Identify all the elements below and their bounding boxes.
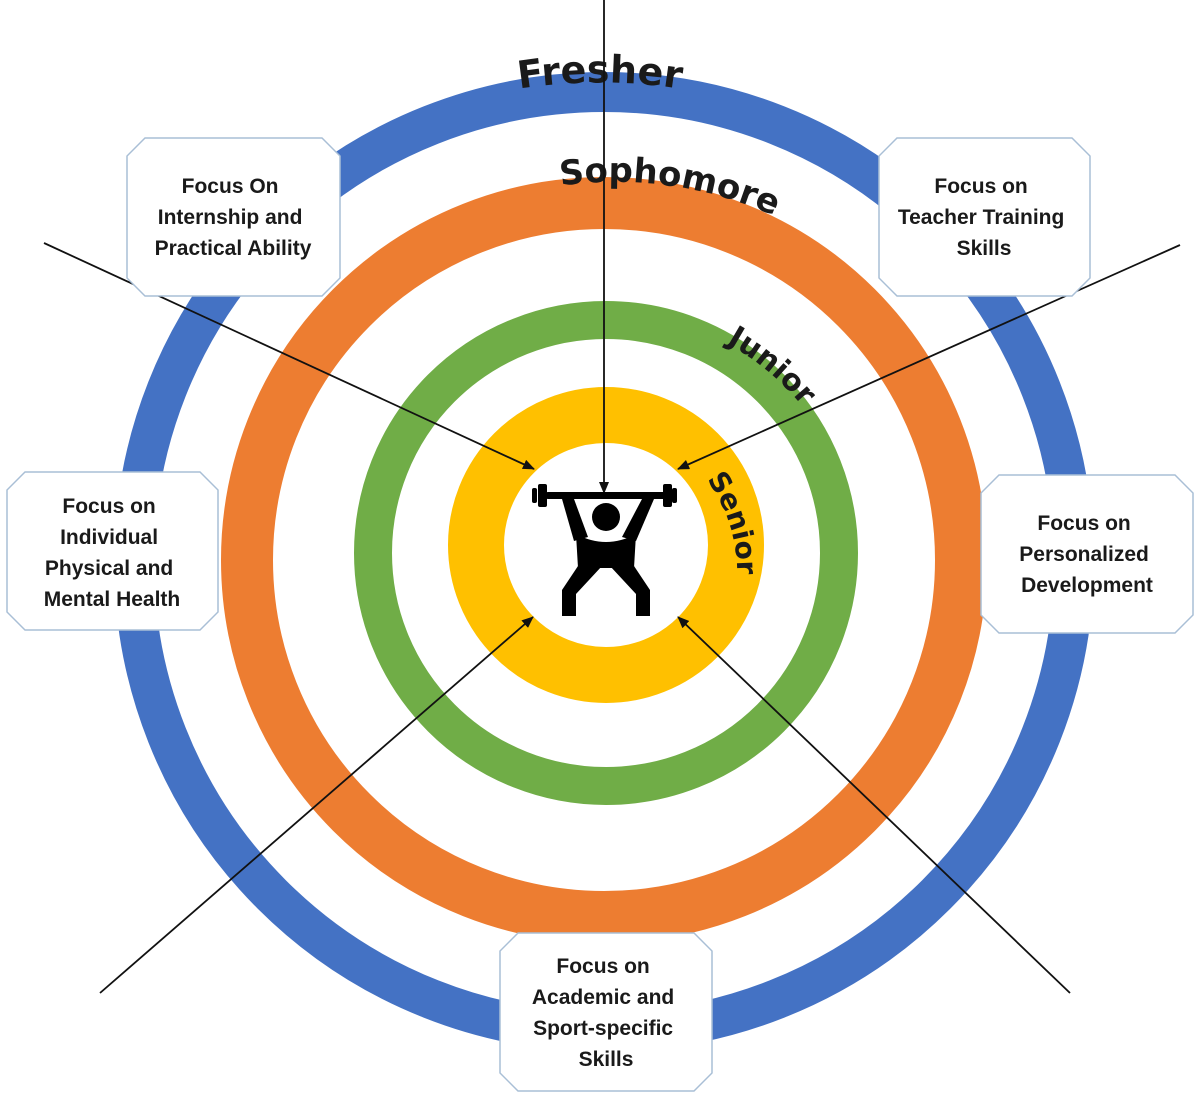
box-academic: Focus on Academic and Sport-specific Ski…	[499, 932, 713, 1092]
senior-ring	[448, 387, 764, 703]
junior-ring	[354, 301, 858, 805]
arrow-upper-right	[677, 244, 1181, 470]
arrow-lower-left	[99, 616, 534, 994]
box-personalized-text: Focus on Personalized Development	[1019, 512, 1154, 597]
box-health-line-2: Individual	[60, 526, 158, 549]
box-health-line-4: Mental Health	[44, 588, 181, 611]
box-academic-text: Focus on Academic and Sport-specific Ski…	[532, 955, 680, 1071]
box-health: Focus on Individual Physical and Mental …	[6, 471, 219, 631]
box-academic-line-3: Sport-specific	[533, 1017, 673, 1040]
box-personalized: Focus on Personalized Development	[980, 474, 1194, 634]
box-academic-line-4: Skills	[579, 1048, 634, 1071]
box-internship-line-3: Practical Ability	[155, 237, 312, 260]
box-internship-line-2: Internship and	[158, 206, 303, 229]
box-health-line-3: Physical and	[45, 557, 173, 580]
box-internship-line-1: Focus On	[182, 175, 279, 198]
box-personalized-line-2: Personalized	[1019, 543, 1149, 566]
fresher-label-text: Fresher	[515, 47, 686, 97]
box-teacher-line-3: Skills	[957, 237, 1012, 260]
box-health-text: Focus on Individual Physical and Mental …	[44, 495, 181, 611]
arrow-upper-left	[43, 242, 535, 470]
box-teacher-line-1: Focus on	[934, 175, 1027, 198]
box-teacher: Focus on Teacher Training Skills	[878, 137, 1091, 297]
box-teacher-line-2: Teacher Training	[898, 206, 1065, 229]
fresher-label: Fresher	[515, 47, 686, 97]
box-personalized-line-3: Development	[1021, 574, 1153, 597]
box-internship: Focus On Internship and Practical Abilit…	[126, 137, 341, 297]
box-academic-line-1: Focus on	[556, 955, 649, 978]
box-internship-text: Focus On Internship and Practical Abilit…	[155, 175, 312, 260]
box-teacher-text: Focus on Teacher Training Skills	[898, 175, 1070, 260]
box-academic-line-2: Academic and	[532, 986, 674, 1009]
box-personalized-line-1: Focus on	[1037, 512, 1130, 535]
arrow-lower-right	[677, 616, 1071, 994]
box-health-line-1: Focus on	[62, 495, 155, 518]
weightlifter-icon	[532, 484, 677, 616]
